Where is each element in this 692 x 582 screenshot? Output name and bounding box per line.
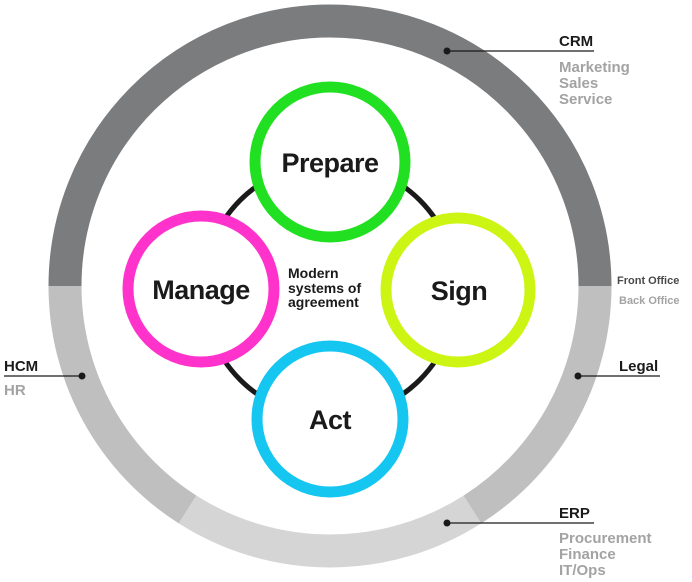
callout-legal: Legal [574, 358, 660, 380]
stage-act-label: Act [309, 405, 352, 435]
anchor-dot [443, 47, 451, 55]
stage-prepare-label: Prepare [281, 148, 379, 178]
callout-crm-item: Sales [559, 75, 598, 92]
anchor-dot [78, 372, 86, 380]
callout-hcm-title: HCM [4, 358, 38, 375]
erp-ring-segment [178, 495, 482, 568]
callout-crm: CRM Marketing Sales Service [443, 33, 630, 108]
legal-ring-segment [463, 285, 612, 524]
magenta-ring-icon [122, 210, 280, 368]
back-office-label: Back Office [619, 295, 680, 307]
center-line: agreement [288, 294, 359, 310]
callout-erp-title: ERP [559, 505, 590, 522]
stage-manage-label: Manage [152, 275, 250, 305]
callout-erp: ERP Procurement Finance IT/Ops [443, 505, 652, 579]
callout-crm-item: Service [559, 91, 612, 108]
callout-crm-title: CRM [559, 33, 593, 50]
cyan-ring-icon [251, 340, 409, 498]
front-office-label: Front Office [617, 275, 679, 287]
stage-manage[interactable]: Manage [122, 210, 280, 368]
center-caption: Modern systems of agreement [288, 265, 361, 310]
lime-ring-icon [380, 212, 536, 368]
stage-prepare[interactable]: Prepare [249, 81, 411, 243]
stage-sign-label: Sign [431, 276, 488, 306]
center-line: Modern [288, 265, 339, 281]
callout-hcm: HCM HR [4, 358, 86, 399]
callout-hcm-item: HR [4, 382, 26, 399]
stage-sign[interactable]: Sign [380, 212, 536, 368]
callout-erp-item: IT/Ops [559, 562, 606, 579]
hcm-ring-segment [48, 285, 197, 524]
center-line: systems of [288, 280, 361, 296]
front-office-ring [48, 4, 612, 287]
callout-legal-title: Legal [619, 358, 658, 375]
stage-act[interactable]: Act [251, 340, 409, 498]
anchor-dot [443, 519, 451, 527]
callout-erp-item: Finance [559, 546, 616, 563]
anchor-dot [574, 372, 582, 380]
callout-erp-item: Procurement [559, 530, 652, 547]
callout-crm-item: Marketing [559, 59, 630, 76]
green-ring-icon [249, 81, 411, 243]
